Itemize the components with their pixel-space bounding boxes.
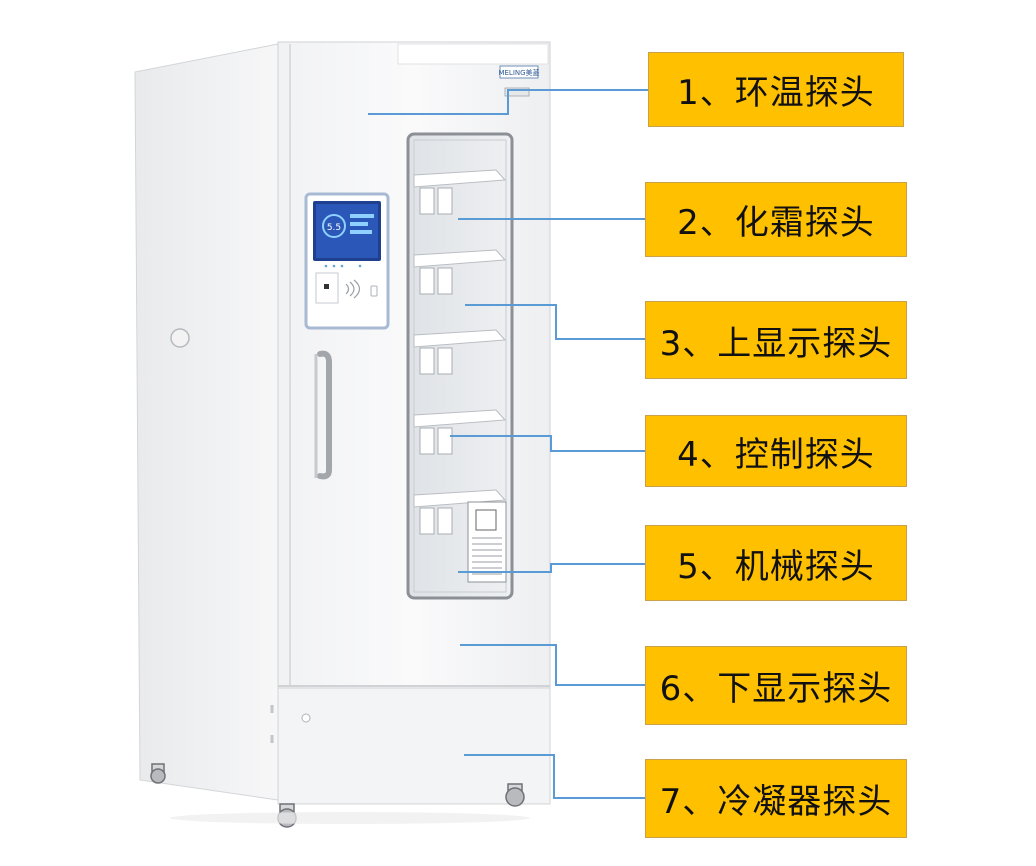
spec-sticker	[467, 501, 507, 583]
brand-logo-text: MELING美菱	[498, 68, 539, 77]
glass-window	[406, 132, 514, 600]
ambient-sensor-vent	[504, 87, 530, 97]
nfc-icon	[345, 279, 361, 299]
probe-label-lower-display: 6、下显示探头	[645, 646, 907, 725]
door-handle[interactable]	[317, 350, 332, 480]
probe-label-control: 4、控制探头	[645, 415, 907, 487]
probe-label-defrost: 2、化霜探头	[645, 182, 907, 257]
leader-line-5	[458, 563, 645, 573]
probe-label-condenser: 7、冷凝器探头	[645, 759, 907, 838]
leader-line-6	[460, 644, 645, 686]
shelves	[413, 169, 507, 508]
panel-display-value: 5.5	[327, 223, 341, 233]
leader-line-4	[450, 435, 645, 452]
probe-label-upper-display: 3、上显示探头	[645, 301, 907, 379]
cabinet-side	[134, 43, 279, 801]
probe-label-mechanical: 5、机械探头	[645, 525, 907, 601]
temperature-dial-icon	[322, 214, 346, 238]
top-trim	[397, 43, 549, 65]
leader-line-1	[368, 89, 648, 115]
side-lock-icon	[170, 328, 190, 348]
leader-line-7	[464, 754, 645, 799]
leader-line-3	[465, 304, 645, 340]
bottom-compartment	[277, 687, 551, 805]
usb-port-icon	[370, 285, 378, 297]
probe-label-ambient: 1、环温探头	[648, 52, 904, 127]
leader-lines	[368, 89, 648, 799]
brand-plate	[499, 65, 539, 79]
